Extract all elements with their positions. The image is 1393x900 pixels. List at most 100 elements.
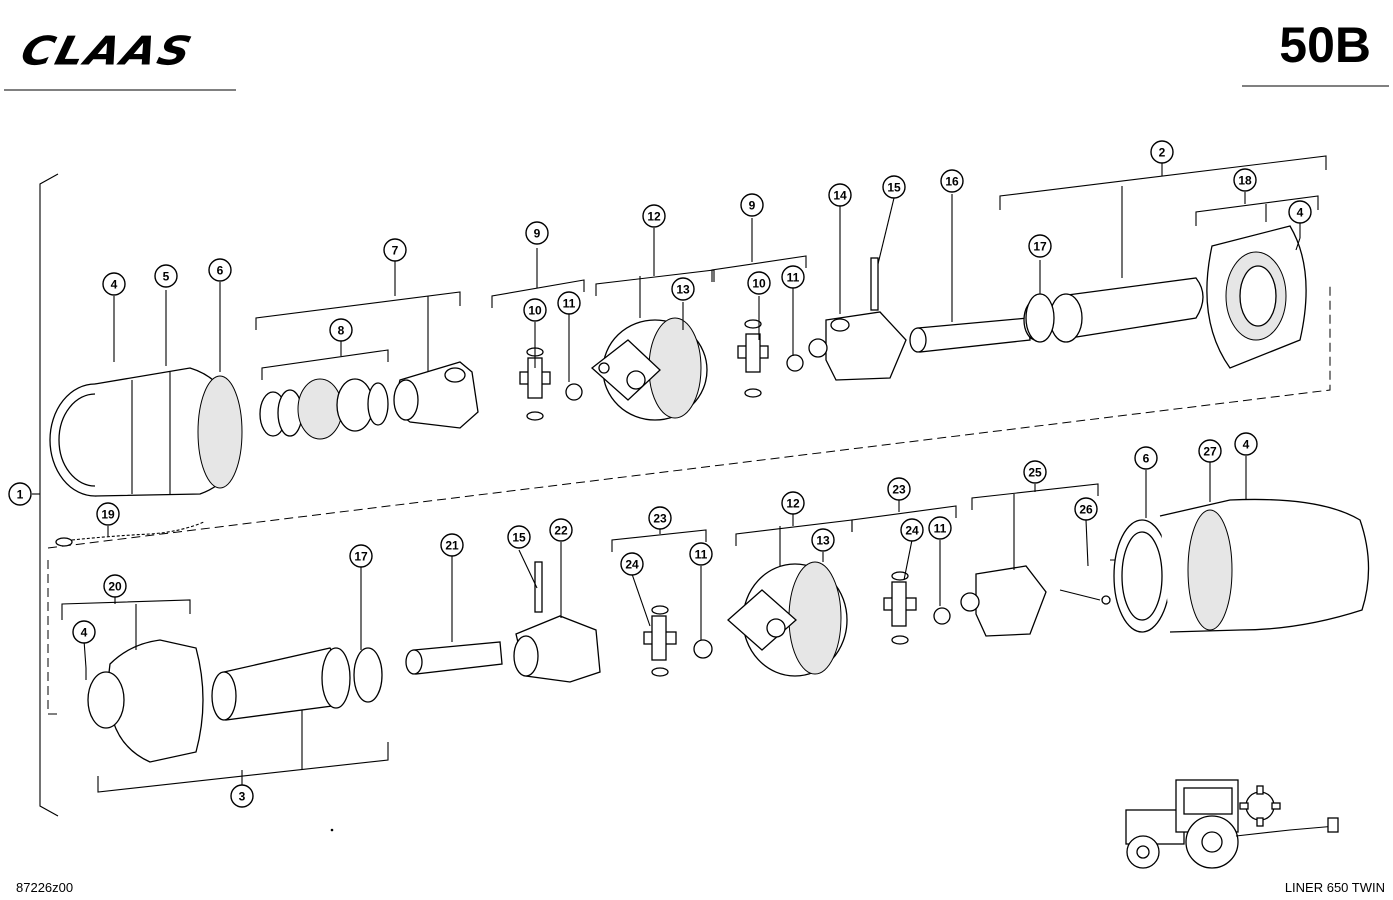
cross-spider-part-9a (519, 347, 583, 421)
callout-label: 14 (833, 189, 847, 203)
callout-4: 4 (1288, 200, 1312, 224)
callout-label: 9 (749, 199, 756, 213)
callout-2: 2 (1150, 140, 1174, 164)
callout-label: 19 (101, 508, 115, 522)
callout-label: 24 (625, 558, 639, 572)
callout-21: 21 (440, 533, 464, 557)
callout-label: 7 (392, 244, 399, 258)
callout-label: 11 (934, 522, 947, 536)
callout-label: 17 (354, 550, 368, 564)
callout-label: 10 (528, 304, 542, 318)
callout-16: 16 (940, 169, 964, 193)
flange-part-12b (727, 561, 848, 677)
bearing-rings-part-8 (259, 378, 389, 440)
callout-6: 6 (1134, 446, 1158, 470)
callout-label: 6 (1143, 452, 1150, 466)
callout-label: 3 (239, 790, 246, 804)
callout-label: 9 (534, 227, 541, 241)
callout-1: 1 (8, 482, 32, 506)
callout-13: 13 (811, 528, 835, 552)
yoke-part-25 (960, 565, 1047, 637)
callout-15: 15 (507, 525, 531, 549)
callout-label: 1 (17, 488, 24, 502)
bracket-1 (39, 173, 59, 817)
callout-6: 6 (208, 258, 232, 282)
callout-label: 8 (338, 324, 345, 338)
callout-13: 13 (671, 277, 695, 301)
callout-11: 11 (689, 542, 713, 566)
callout-label: 15 (512, 531, 526, 545)
pin-part-15b (534, 561, 543, 613)
callout-label: 22 (554, 524, 568, 538)
callout-label: 13 (816, 534, 830, 548)
callout-label: 24 (905, 524, 919, 538)
assembly-outline-left (47, 560, 60, 715)
callout-label: 6 (217, 264, 224, 278)
callout-17: 17 (349, 544, 373, 568)
callout-4: 4 (1234, 432, 1258, 456)
callout-17: 17 (1028, 234, 1052, 258)
callout-11: 11 (557, 291, 581, 315)
callout-23: 23 (648, 506, 672, 530)
profile-tube-part-16 (909, 317, 1031, 353)
callout-label: 11 (695, 548, 708, 562)
cross-spider-part-23a (643, 605, 713, 677)
callout-15: 15 (882, 175, 906, 199)
callout-label: 23 (892, 483, 906, 497)
cross-spider-part-23b (883, 571, 951, 645)
callout-14: 14 (828, 183, 852, 207)
callout-label: 18 (1238, 174, 1252, 188)
callout-label: 27 (1203, 445, 1217, 459)
callout-9: 9 (740, 193, 764, 217)
callout-label: 4 (1243, 438, 1250, 452)
guard-bell-part-27 (1113, 498, 1370, 633)
callout-label: 11 (787, 271, 800, 285)
callout-label: 4 (1297, 206, 1304, 220)
leader-lines (61, 155, 1327, 793)
callout-label: 4 (81, 626, 88, 640)
callout-4: 4 (72, 620, 96, 644)
callout-5: 5 (154, 264, 178, 288)
pin-part-15 (870, 257, 879, 311)
callout-8: 8 (329, 318, 353, 342)
cross-spider-part-9b (737, 319, 804, 398)
callout-11: 11 (928, 516, 952, 540)
safety-chain-part-19 (55, 521, 205, 547)
callout-7: 7 (383, 238, 407, 262)
page-code: 50B (1279, 17, 1371, 73)
callout-9: 9 (525, 221, 549, 245)
callout-label: 23 (653, 512, 667, 526)
guard-cone-part-5 (49, 367, 243, 497)
callout-4: 4 (102, 272, 126, 296)
clamp-ring-part-17 (353, 293, 1055, 703)
callout-label: 12 (647, 210, 661, 224)
guard-cone-part-20 (87, 639, 204, 763)
yoke-part-14 (808, 311, 907, 381)
callout-12: 12 (642, 204, 666, 228)
yoke-part-22 (513, 615, 601, 683)
guard-tube-part-3 (211, 647, 351, 721)
callout-24: 24 (900, 518, 924, 542)
callout-label: 26 (1079, 503, 1093, 517)
callout-label: 12 (786, 497, 800, 511)
callout-label: 16 (945, 175, 959, 189)
callout-10: 10 (523, 298, 547, 322)
callout-label: 20 (108, 580, 122, 594)
callout-27: 27 (1198, 439, 1222, 463)
callout-label: 4 (111, 278, 118, 292)
callout-22: 22 (549, 518, 573, 542)
model-name: LINER 650 TWIN (1284, 880, 1385, 895)
callout-10: 10 (747, 271, 771, 295)
doc-number: 87226z00 (16, 880, 74, 895)
callout-3: 3 (230, 784, 254, 808)
callout-label: 10 (752, 277, 766, 291)
callout-23: 23 (887, 477, 911, 501)
callout-25: 25 (1023, 460, 1047, 484)
callout-label: 13 (676, 283, 690, 297)
callout-label: 15 (887, 181, 901, 195)
callout-24: 24 (620, 552, 644, 576)
callout-12: 12 (781, 491, 805, 515)
guard-bell-part-18 (1206, 225, 1307, 369)
assembly-outline-top (47, 285, 1331, 549)
